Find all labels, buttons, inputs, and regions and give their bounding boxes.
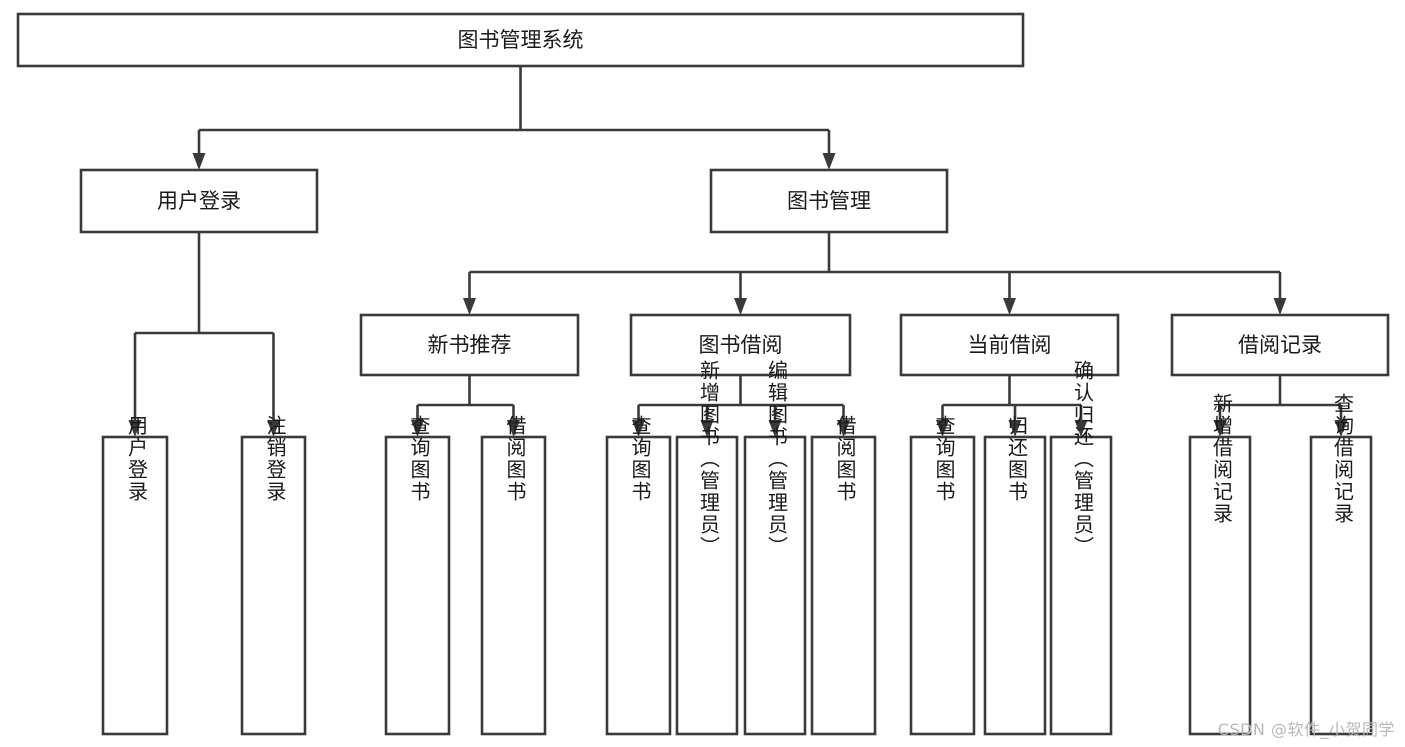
node-leaf-rec-query[interactable]: 查询借阅记录 xyxy=(1309,393,1373,736)
node-box xyxy=(101,435,169,736)
node-box xyxy=(240,435,307,736)
node-label: 新增图书（管理员） xyxy=(697,360,721,558)
node-box xyxy=(810,435,877,736)
edge-arrowhead xyxy=(128,420,142,437)
edge-arrowhead xyxy=(1008,420,1022,437)
node-label: 编辑图书（管理员） xyxy=(765,360,789,558)
edge-arrowhead xyxy=(192,153,206,170)
node-box xyxy=(1309,435,1373,736)
node-box xyxy=(675,435,739,736)
node-leaf-new-query[interactable]: 查询图书 xyxy=(384,415,451,736)
node-leaf-bw-add[interactable]: 新增图书（管理员） xyxy=(675,360,739,736)
node-current[interactable]: 当前借阅 xyxy=(899,313,1120,377)
edge-arrowhead xyxy=(1273,298,1287,315)
node-label: 归还图书 xyxy=(1005,415,1029,503)
edge-arrowhead xyxy=(822,153,836,170)
edge-arrowhead xyxy=(837,420,850,437)
node-leaf-bw-borrow[interactable]: 借阅图书 xyxy=(810,415,877,736)
node-label: 查询图书 xyxy=(932,415,956,503)
node-box xyxy=(743,435,807,736)
node-label: 借阅记录 xyxy=(1238,333,1322,357)
node-box xyxy=(629,313,852,377)
edge-arrowhead xyxy=(734,298,747,315)
edge-arrowhead xyxy=(463,298,476,315)
edge-arrowhead xyxy=(1074,420,1088,437)
edge-arrowhead xyxy=(632,420,645,437)
edge-group-newbook xyxy=(411,375,520,437)
nodes-layer: 图书管理系统用户登录图书管理新书推荐图书借阅当前借阅借阅记录用户登录注销登录查询… xyxy=(16,12,1390,736)
node-label: 用户登录 xyxy=(157,189,241,213)
node-box xyxy=(384,435,451,736)
node-leaf-rec-add[interactable]: 新增借阅记录 xyxy=(1188,393,1252,736)
node-box xyxy=(899,313,1120,377)
edge-group-login xyxy=(128,232,280,437)
edge-arrowhead xyxy=(1003,298,1016,315)
edge-arrowhead xyxy=(411,420,424,437)
node-label: 查询借阅记录 xyxy=(1331,393,1355,525)
node-leaf-user-login[interactable]: 用户登录 xyxy=(101,415,169,736)
node-root[interactable]: 图书管理系统 xyxy=(16,12,1025,68)
edge-arrowhead xyxy=(700,420,714,437)
node-box xyxy=(709,168,949,234)
node-label: 借阅图书 xyxy=(833,415,857,503)
node-box xyxy=(359,313,580,377)
edge-arrowhead xyxy=(267,420,280,437)
edge-arrowhead xyxy=(507,420,520,437)
node-label: 借阅图书 xyxy=(503,415,527,503)
node-box xyxy=(909,435,976,736)
node-leaf-new-borrow[interactable]: 借阅图书 xyxy=(480,415,547,736)
node-borrow[interactable]: 图书借阅 xyxy=(629,313,852,377)
node-label: 图书管理 xyxy=(787,189,871,213)
node-box xyxy=(605,435,672,736)
node-box xyxy=(480,435,547,736)
node-label: 图书借阅 xyxy=(699,333,783,357)
node-box xyxy=(983,435,1047,736)
node-login[interactable]: 用户登录 xyxy=(79,168,319,234)
node-label: 查询图书 xyxy=(407,415,431,503)
node-box xyxy=(1170,313,1390,377)
edge-group-root xyxy=(192,66,836,170)
node-label: 当前借阅 xyxy=(968,333,1052,357)
node-leaf-cur-return[interactable]: 归还图书 xyxy=(983,415,1047,736)
node-label: 新书推荐 xyxy=(428,333,512,357)
node-box xyxy=(1188,435,1252,736)
node-label: 查询图书 xyxy=(628,415,652,503)
node-leaf-bw-edit[interactable]: 编辑图书（管理员） xyxy=(743,360,807,736)
node-leaf-cur-confirm[interactable]: 确认归还（管理员） xyxy=(1049,360,1113,736)
edge-group-current xyxy=(936,375,1088,437)
node-label: 确认归还（管理员） xyxy=(1071,360,1095,558)
edge-arrowhead xyxy=(936,420,949,437)
edge-arrowhead xyxy=(1213,420,1227,437)
node-label: 图书管理系统 xyxy=(458,28,584,52)
edge-arrowhead xyxy=(1334,420,1348,437)
edge-group-record xyxy=(1213,375,1348,437)
node-label: 用户登录 xyxy=(125,415,149,503)
edge-group-borrow xyxy=(632,375,850,437)
edge-group-bookmgmt xyxy=(463,232,1287,315)
edge-arrowhead xyxy=(768,420,782,437)
node-label: 新增借阅记录 xyxy=(1210,393,1234,525)
node-bookmgmt[interactable]: 图书管理 xyxy=(709,168,949,234)
edges-layer xyxy=(128,66,1348,437)
node-leaf-user-logout[interactable]: 注销登录 xyxy=(240,415,307,736)
node-box xyxy=(16,12,1025,68)
node-leaf-cur-query[interactable]: 查询图书 xyxy=(909,415,976,736)
node-box xyxy=(1049,435,1113,736)
node-leaf-bw-query[interactable]: 查询图书 xyxy=(605,415,672,736)
node-label: 注销登录 xyxy=(263,415,287,503)
node-record[interactable]: 借阅记录 xyxy=(1170,313,1390,377)
node-box xyxy=(79,168,319,234)
node-newbook[interactable]: 新书推荐 xyxy=(359,313,580,377)
